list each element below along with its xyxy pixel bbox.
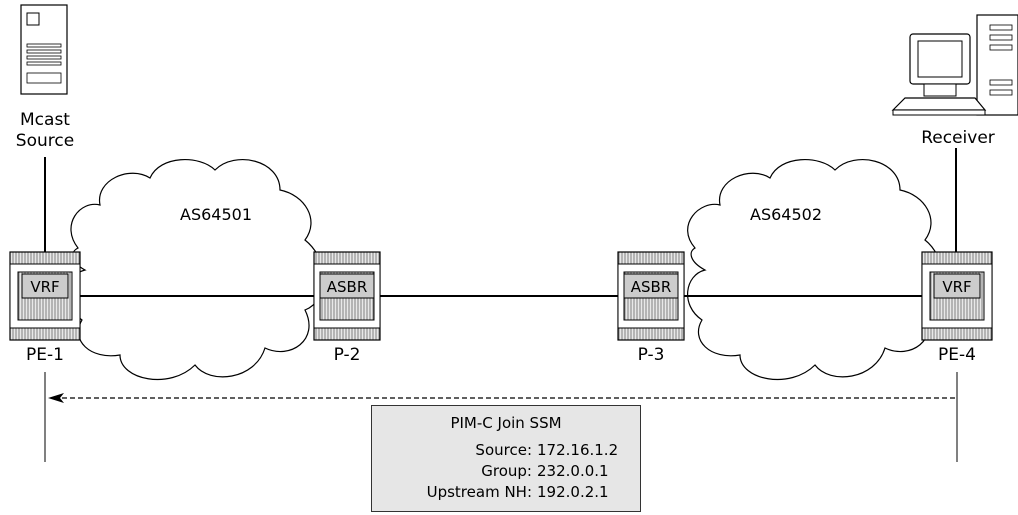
cloud-right-label: AS64502 — [750, 205, 822, 224]
cloud-left-label: AS64501 — [180, 205, 252, 224]
receiver-label: Receiver — [921, 128, 995, 148]
info-key: Group: — [481, 462, 532, 480]
pe1-inner-label: VRF — [30, 278, 59, 296]
router-icon — [617, 251, 685, 341]
router-icon — [9, 251, 81, 341]
info-key: Upstream NH: — [426, 483, 532, 501]
pe4-label: PE-4 — [938, 345, 976, 365]
desktop-computer-icon — [891, 14, 1018, 116]
pim-join-info-box: PIM-C Join SSM Source: 172.16.1.2 Group:… — [371, 405, 641, 512]
router-icon — [313, 251, 381, 341]
p3-inner-label: ASBR — [631, 278, 672, 296]
info-box-title: PIM-C Join SSM — [450, 414, 562, 432]
p3-label: P-3 — [638, 345, 665, 365]
p2-label: P-2 — [334, 345, 361, 365]
info-value: 232.0.0.1 — [537, 462, 609, 480]
pe1-label: PE-1 — [26, 345, 64, 365]
source-label-line2: Source — [16, 131, 74, 151]
info-key: Source: — [475, 441, 532, 459]
cloud-as64502 — [687, 159, 943, 380]
info-value: 192.0.2.1 — [537, 483, 609, 501]
source-label-line1: Mcast — [20, 110, 70, 130]
arrowhead-icon — [48, 393, 64, 403]
info-value: 172.16.1.2 — [537, 441, 619, 459]
p2-inner-label: ASBR — [327, 278, 368, 296]
router-icon — [921, 251, 993, 341]
pe4-inner-label: VRF — [942, 278, 971, 296]
server-icon — [20, 4, 68, 95]
cloud-as64501 — [67, 159, 325, 380]
